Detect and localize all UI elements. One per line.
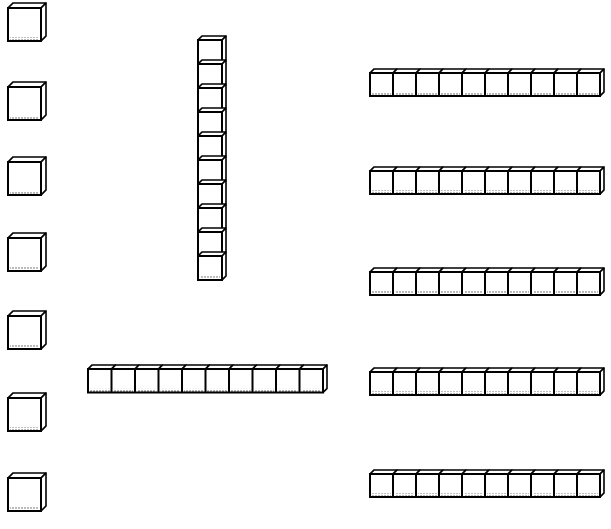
right-rod-cube (577, 470, 604, 497)
right-rod-cube (577, 69, 604, 96)
unit-cube (8, 157, 46, 195)
vertical-rod-cube (198, 252, 226, 280)
unit-cube (8, 82, 46, 120)
right-rod-cube (577, 167, 604, 194)
right-rod (370, 69, 604, 96)
unit-cube (8, 3, 46, 41)
horizontal-rod-cube (300, 365, 328, 393)
unit-cube (8, 311, 46, 349)
horizontal-rod (88, 365, 327, 393)
unit-cube (8, 473, 46, 511)
unit-cube (8, 393, 46, 431)
right-rod (370, 268, 604, 295)
right-rod (370, 368, 604, 395)
right-rod (370, 167, 604, 194)
right-rod-cube (577, 368, 604, 395)
right-rod (370, 470, 604, 497)
unit-cube (8, 233, 46, 271)
vertical-rod (198, 36, 226, 280)
right-rod-cube (577, 268, 604, 295)
